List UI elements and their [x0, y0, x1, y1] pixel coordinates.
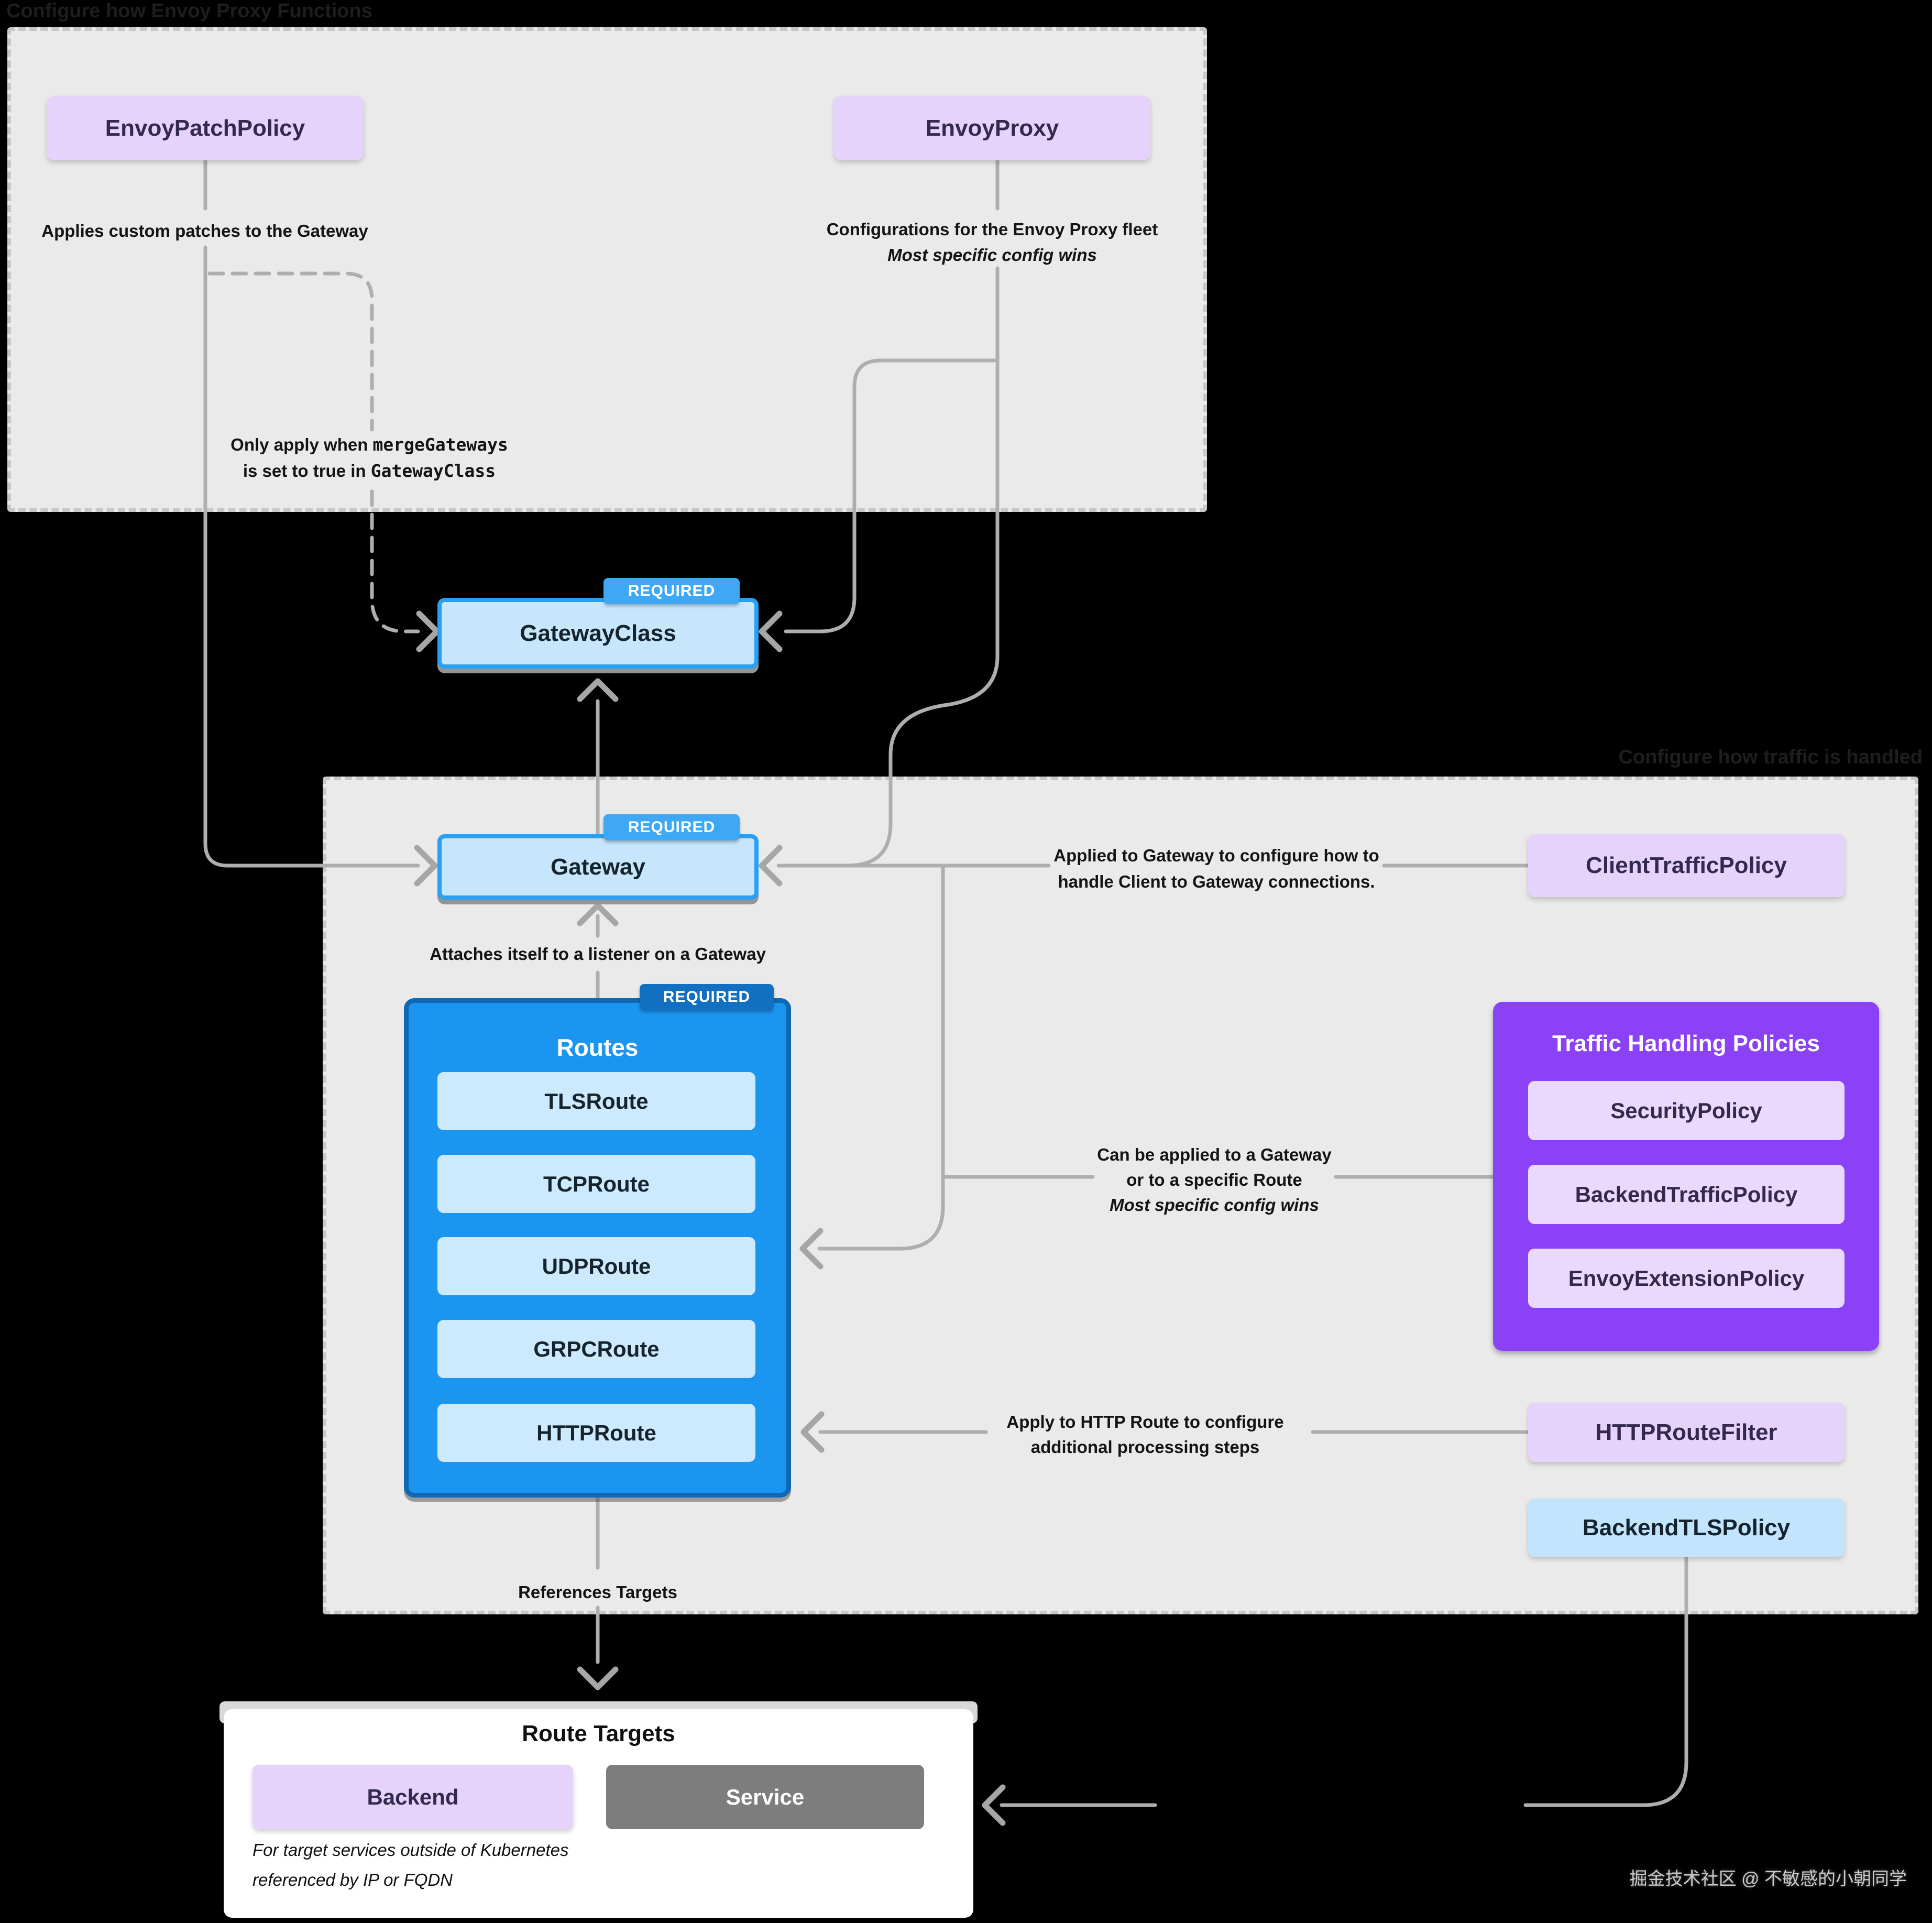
udp-route-box: UDPRoute [437, 1237, 755, 1295]
envoy-patch-policy-box: EnvoyPatchPolicy [47, 96, 364, 160]
routes-group-box: Routes TLSRoute TCPRoute UDPRoute GRPCRo… [404, 998, 791, 1498]
routes-title: Routes [556, 1034, 639, 1061]
traffic-handling-policies-title: Traffic Handling Policies [1552, 1031, 1820, 1056]
http-route-filter-box: HTTPRouteFilter [1528, 1403, 1845, 1462]
merge-gateways-code: mergeGateways [372, 434, 508, 455]
filter-note: Apply to HTTP Route to configure additio… [1006, 1412, 1284, 1457]
tcp-route-box: TCPRoute [437, 1155, 755, 1213]
client-note: Applied to Gateway to configure how to h… [1053, 846, 1379, 891]
gateway-box: Gateway [437, 834, 759, 900]
references-note: References Targets [518, 1582, 677, 1602]
gateway-class-box: GatewayClass [437, 598, 759, 669]
envoy-extension-policy-box: EnvoyExtensionPolicy [1528, 1249, 1845, 1308]
attach-note: Attaches itself to a listener on a Gatew… [430, 944, 766, 964]
watermark: 掘金技术社区 @ 不敏感的小朝同学 [1629, 1869, 1907, 1889]
route-targets-note: For target services outside of Kubernete… [253, 1840, 569, 1889]
section2-title: Configure how traffic is handled [1618, 746, 1923, 768]
traffic-handling-policies-box: Traffic Handling Policies SecurityPolicy… [1493, 1002, 1879, 1351]
backend-tls-policy-box: BackendTLSPolicy [1528, 1499, 1845, 1557]
backend-traffic-policy-box: BackendTrafficPolicy [1528, 1165, 1845, 1224]
apply-note: Can be applied to a Gateway or to a spec… [1097, 1145, 1332, 1215]
backend-box: Backend [253, 1765, 573, 1829]
service-box: Service [606, 1765, 924, 1829]
patch-note: Applies custom patches to the Gateway [41, 221, 368, 241]
client-traffic-policy-box: ClientTrafficPolicy [1528, 834, 1845, 897]
proxy-note: Configurations for the Envoy Proxy fleet… [809, 216, 1176, 268]
section1-title: Configure how Envoy Proxy Functions [6, 0, 372, 22]
route-targets-title: Route Targets [522, 1721, 675, 1746]
gateway-required-badge: REQUIRED [603, 814, 740, 840]
gateway-class-required-badge: REQUIRED [603, 578, 740, 604]
proxy-note-line1: Configurations for the Envoy Proxy fleet [826, 220, 1158, 239]
merge-note: Only apply when mergeGateways is set to … [230, 434, 508, 481]
security-policy-box: SecurityPolicy [1528, 1081, 1845, 1140]
gateway-class-code: GatewayClass [370, 461, 496, 481]
routes-required-badge: REQUIRED [640, 984, 774, 1010]
envoy-proxy-box: EnvoyProxy [834, 96, 1150, 160]
grpc-route-box: GRPCRoute [437, 1320, 755, 1378]
tls-route-box: TLSRoute [437, 1072, 755, 1130]
http-route-box: HTTPRoute [437, 1404, 755, 1462]
proxy-note-line2: Most specific config wins [887, 245, 1097, 265]
route-targets-card: Route Targets Backend Service For target… [224, 1709, 973, 1918]
